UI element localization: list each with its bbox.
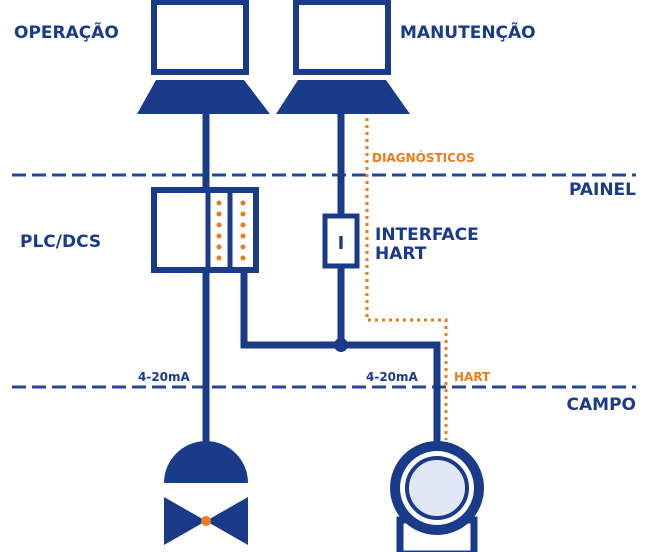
valve-actuator xyxy=(164,441,248,483)
interface-symbol: I xyxy=(338,233,345,254)
io-card-dots xyxy=(216,200,246,261)
valve-stem-dot xyxy=(201,516,211,526)
diagnosticos-label: DIAGNÓSTICOS xyxy=(372,150,475,165)
plc-dcs-rack xyxy=(151,187,259,273)
field-transmitter xyxy=(390,441,484,552)
hart-interface-box: I xyxy=(322,213,360,269)
maintenance-workstation xyxy=(276,0,410,114)
current-loop-right-label: 4-20mA xyxy=(366,370,419,384)
interface-hart-label-line1: INTERFACE xyxy=(375,225,479,245)
interface-hart-label-line2: HART xyxy=(375,244,427,264)
operation-monitor xyxy=(151,0,249,75)
hart-label: HART xyxy=(454,370,491,384)
operacao-label: OPERAÇÃO xyxy=(14,20,119,43)
valve-body-left xyxy=(164,497,206,545)
operation-workstation xyxy=(137,0,270,114)
operation-keyboard xyxy=(137,80,270,114)
painel-label: PAINEL xyxy=(569,180,636,200)
current-loop-left-label: 4-20mA xyxy=(138,370,191,384)
control-valve xyxy=(164,441,248,545)
hart-diagnostics-path xyxy=(365,118,448,440)
maintenance-keyboard xyxy=(276,80,410,114)
maintenance-monitor xyxy=(293,0,391,75)
manutencao-label: MANUTENÇÃO xyxy=(400,20,536,43)
valve-body-right xyxy=(206,497,248,545)
campo-label: CAMPO xyxy=(567,395,636,415)
junction-node xyxy=(334,338,348,352)
plc-dcs-label: PLC/DCS xyxy=(20,232,101,252)
transmitter-face xyxy=(405,456,469,520)
plc-dcs-frame xyxy=(151,187,259,273)
